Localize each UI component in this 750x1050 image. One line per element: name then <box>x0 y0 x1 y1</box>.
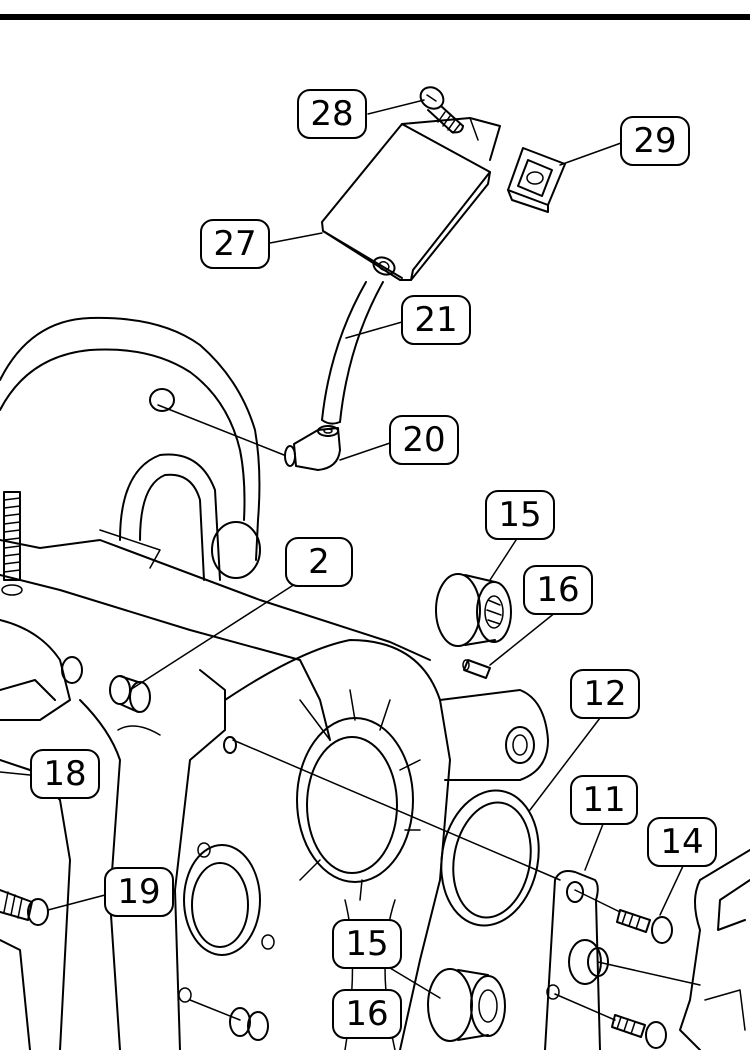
callout-16-upper-label: 16 <box>536 570 579 610</box>
callout-15-upper-label: 15 <box>498 495 541 535</box>
callout-15-lower: 15 <box>332 919 402 969</box>
leader-axis-bolt <box>574 889 621 913</box>
leader-axis-main <box>232 739 561 881</box>
callout-16-lower-label: 16 <box>345 994 388 1034</box>
leader-19 <box>47 894 106 911</box>
callout-19: 19 <box>104 867 174 917</box>
callout-12: 12 <box>570 669 640 719</box>
leader-20-hole <box>157 404 285 456</box>
callout-14: 14 <box>647 817 717 867</box>
leader-28 <box>367 99 425 115</box>
callout-11: 11 <box>570 775 638 825</box>
part-right-edge-housing <box>679 849 750 1050</box>
part-11-bracket <box>544 870 609 1050</box>
callout-15-lower-label: 15 <box>345 924 388 964</box>
part-14-bolt <box>616 909 673 944</box>
callout-12-label: 12 <box>583 674 626 714</box>
callout-28: 28 <box>297 89 367 139</box>
part-16-pin-upper <box>462 659 491 679</box>
leader-axis-bolt-lower <box>554 993 616 1021</box>
callout-16-lower: 16 <box>332 989 402 1039</box>
leader-lines <box>0 99 701 1021</box>
callout-28-label: 28 <box>310 94 353 134</box>
part-29-clip-nut <box>507 147 566 213</box>
callout-21-label: 21 <box>414 300 457 340</box>
callout-15-upper: 15 <box>485 490 555 540</box>
leader-15-lower <box>389 967 441 999</box>
callout-27-label: 27 <box>213 224 256 264</box>
callout-18: 18 <box>30 749 100 799</box>
part-20-elbow-fitting <box>284 425 341 471</box>
leader-29 <box>559 142 622 166</box>
part-27-module <box>321 117 501 281</box>
callout-14-label: 14 <box>660 822 703 862</box>
top-rule <box>0 14 750 20</box>
callout-29-label: 29 <box>633 121 676 161</box>
leader-20 <box>339 442 391 461</box>
part-12-seal-ring <box>440 789 540 927</box>
callout-21: 21 <box>401 295 471 345</box>
part-19-screw <box>0 889 49 926</box>
callout-19-label: 19 <box>117 872 160 912</box>
part-15-bushing-upper <box>435 573 512 647</box>
callout-11-label: 11 <box>582 780 625 820</box>
callout-2-label: 2 <box>308 542 330 582</box>
leader-14 <box>659 865 684 916</box>
leader-27 <box>269 232 323 244</box>
part-28-screw <box>419 86 464 134</box>
leader-15-upper <box>489 536 519 581</box>
leader-axis-bush <box>597 961 701 986</box>
callout-2: 2 <box>285 537 353 587</box>
part-21-hose <box>321 281 384 425</box>
leader-11 <box>584 823 604 871</box>
part-14-bolt-lower <box>611 1014 667 1049</box>
callout-27: 27 <box>200 219 270 269</box>
callout-18-label: 18 <box>43 754 86 794</box>
leader-12 <box>529 717 601 811</box>
leader-axis-lower <box>189 999 241 1021</box>
crankcase-housing <box>0 316 549 1050</box>
leader-18 <box>0 771 31 776</box>
part-15-bushing-lower <box>427 968 506 1042</box>
callout-20: 20 <box>389 415 459 465</box>
leader-21 <box>345 321 403 339</box>
leader-16-upper <box>489 611 557 666</box>
callout-16-upper: 16 <box>523 565 593 615</box>
callout-20-label: 20 <box>402 420 445 460</box>
leader-2 <box>129 583 296 691</box>
callout-29: 29 <box>620 116 690 166</box>
